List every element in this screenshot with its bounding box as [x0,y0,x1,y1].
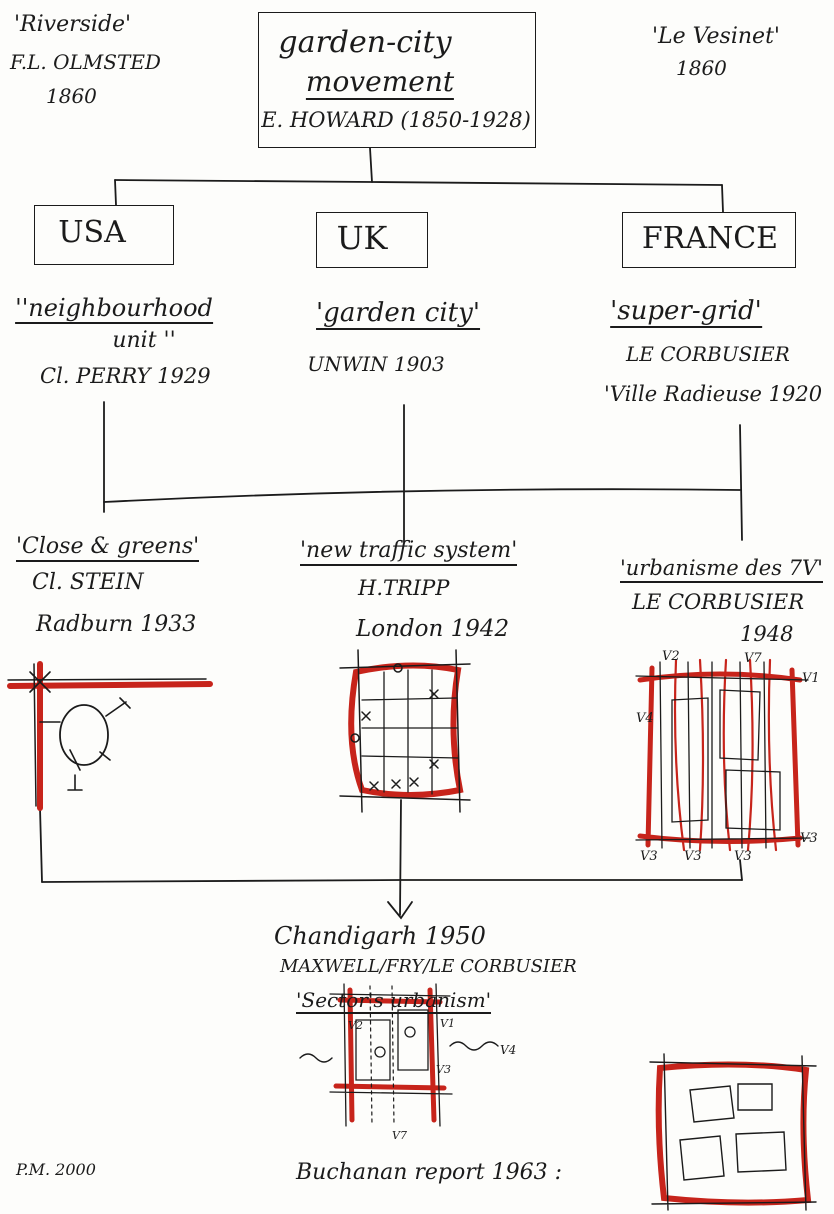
root-down-line [369,147,373,183]
dev-tripp-title: 'new traffic system' [300,540,518,566]
dev-radburn-title: 'Close & greens' [16,536,200,562]
concept-france-line1: 'super-grid' [610,296,762,328]
dev-corbusier-place: 1948 [740,622,794,646]
sketch-label-v3a: V3 [640,849,658,864]
uk-box [316,212,428,268]
signature: P.M. 2000 [16,1160,96,1179]
usa-box [34,205,174,265]
dev-corbusier-author: LE CORBUSIER [632,590,804,614]
sketch-label-v3b: V3 [684,849,702,864]
dev-tripp-place: London 1942 [356,616,510,642]
concept-usa-line2: unit '' [112,328,176,353]
middle-branch-line [103,488,741,503]
result-line2: MAXWELL/FRY/LE CORBUSIER [280,956,577,977]
sketch-label-v3d: V3 [800,831,818,846]
buchanan-report: Buchanan report 1963 : [296,1160,562,1185]
country-uk: UK [336,219,388,257]
root-title-line1: garden-city [278,25,452,60]
result-line3: 'Sector's urbanism' [296,988,492,1014]
sketch-label-v7: V7 [744,651,762,666]
dev-corbusier-title: 'urbanisme des 7V' [620,558,823,583]
france-box [622,212,796,268]
concept-usa-line1: ''neighbourhood [15,294,213,324]
precursor-right-year: 1860 [676,56,727,80]
concept-usa-author: Cl. PERRY 1929 [40,364,211,388]
concept-uk-author: UNWIN 1903 [307,352,445,376]
dev-radburn-author: Cl. STEIN [32,570,144,595]
sketch-label-v1: V1 [802,671,820,686]
root-box [258,12,536,148]
root-title-line2: movement [305,65,455,100]
chandigarh-label-v1: V1 [440,1017,455,1030]
country-usa: USA [58,215,126,250]
sketch-label-v3c: V3 [734,849,752,864]
arrow-head [387,901,413,920]
concept-france-extra: 'Ville Radieuse 1920 [604,382,823,406]
country-france: FRANCE [641,221,779,256]
concept-uk-line1: 'garden city' [316,298,480,330]
concept-france-author: LE CORBUSIER [626,342,790,366]
chandigarh-label-v4: V4 [500,1043,517,1057]
precursor-left-author: F.L. OLMSTED [10,50,161,74]
precursor-right-name: 'Le Vesinet' [652,24,780,49]
country-branch-line [114,179,723,186]
chandigarh-label-v7: V7 [392,1129,407,1142]
left-down-line [39,807,43,883]
sketch-label-v2: V2 [662,649,680,664]
root-author: E. HOWARD (1850-1928) [261,108,531,132]
precursor-left-year: 1860 [46,84,97,108]
france-down-line [739,424,743,541]
right-down-line [739,859,743,881]
sketch-label-v4: V4 [636,711,654,726]
result-line1: Chandigarh 1950 [274,922,486,950]
france-drop-line [721,184,724,213]
precursor-left-name: 'Riverside' [14,12,132,37]
dev-tripp-author: H.TRIPP [358,576,450,600]
dev-radburn-place: Radburn 1933 [36,612,197,637]
centre-down-line [399,799,402,916]
chandigarh-label-v3: V3 [436,1063,451,1076]
usa-drop-line [114,179,117,206]
chandigarh-label-v2: V2 [348,1019,363,1032]
